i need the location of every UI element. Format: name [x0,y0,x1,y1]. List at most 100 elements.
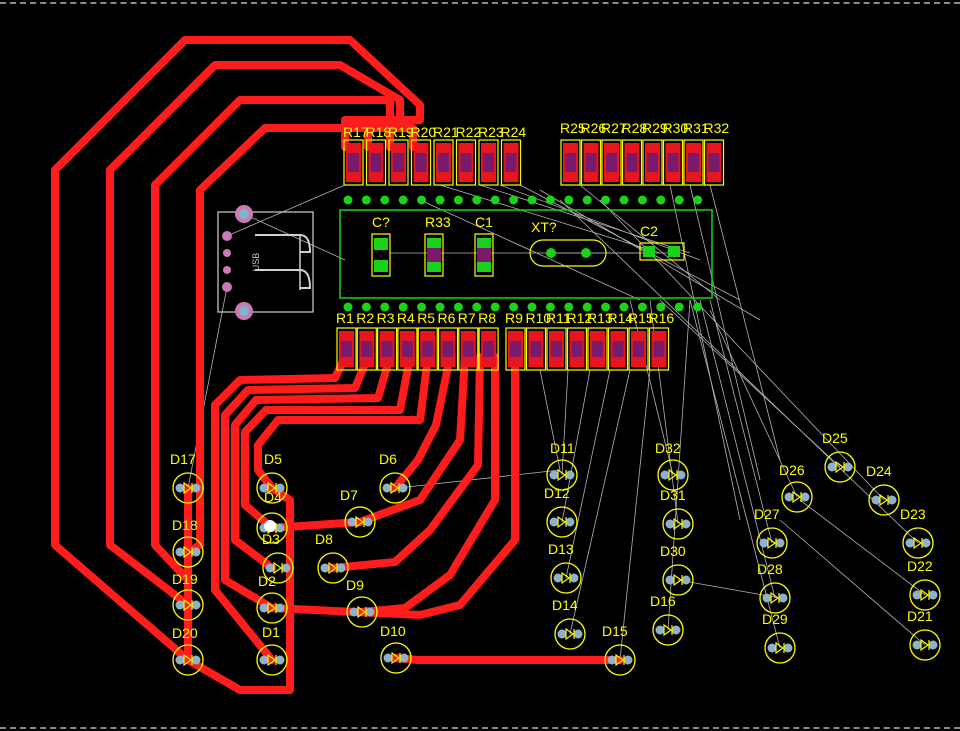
resistor-r27-label: R27 [601,120,627,136]
cap-c7[interactable]: C? [371,214,391,277]
resistor-r21-label: R21 [433,124,459,140]
led-d13[interactable]: D13 [548,541,582,594]
resistor-r16[interactable]: R16 [649,310,675,371]
cap-c1[interactable]: C1 [474,214,494,277]
led-d30[interactable]: D30 [660,543,694,596]
resistor-r9[interactable]: R9 [505,310,526,371]
led-d21[interactable]: D21 [907,608,941,661]
led-d29[interactable]: D29 [762,611,796,664]
cap-c2[interactable]: C2 [639,223,685,261]
led-d28-label: D28 [757,561,783,577]
led-d28[interactable]: D28 [757,561,791,614]
resistor-r31[interactable]: R31 [683,120,709,186]
resistor-r24[interactable]: R24 [501,124,527,186]
resistor-r26[interactable]: R26 [581,120,607,186]
led-d16-label: D16 [650,593,676,609]
led-d32[interactable]: D32 [655,440,689,491]
resistor-r13-label: R13 [587,310,613,326]
resistor-r12[interactable]: R12 [567,310,593,371]
resistor-r1[interactable]: R1 [336,310,357,371]
resistor-r8[interactable]: R8 [478,310,499,371]
led-d22[interactable]: D22 [907,558,941,611]
led-d10[interactable]: D10 [380,623,412,674]
led-d2[interactable]: D2 [256,573,288,624]
led-d8-label: D8 [315,531,333,547]
resistor-r13[interactable]: R13 [587,310,613,371]
led-d23-label: D23 [900,506,926,522]
resistor-r27[interactable]: R27 [601,120,627,186]
resistor-r31-label: R31 [683,120,709,136]
mcu-module[interactable] [339,195,713,312]
track-d8 [329,353,484,572]
crystal-xt[interactable]: XT? [529,219,607,267]
led-d8[interactable]: D8 [315,531,349,584]
led-d9[interactable]: D9 [346,577,378,628]
resistor-r14[interactable]: R14 [608,310,634,371]
led-d5[interactable]: D5 [256,451,288,504]
resistor-r3[interactable]: R3 [377,310,398,371]
led-d25[interactable]: D25 [822,430,856,483]
resistor-r8-label: R8 [478,310,496,326]
led-d7[interactable]: D7 [340,487,376,538]
resistor-r29-label: R29 [642,120,668,136]
resistor-r32-label: R32 [704,120,730,136]
resistor-r25[interactable]: R25 [560,120,586,186]
led-d13-label: D13 [548,541,574,557]
resistor-r4[interactable]: R4 [397,310,418,371]
resistor-r23[interactable]: R23 [478,124,504,186]
led-d18[interactable]: D18 [172,517,204,568]
led-d27[interactable]: D27 [754,506,788,559]
led-d23[interactable]: D23 [900,506,934,559]
led-d14[interactable]: D14 [552,597,586,650]
led-d20[interactable]: D20 [172,625,204,676]
resistor-r6[interactable]: R6 [438,310,459,371]
led-d3[interactable]: D3 [262,531,294,584]
resistor-r11[interactable]: R11 [546,310,571,371]
resistor-r33[interactable]: R33 [424,214,451,277]
resistor-r29[interactable]: R29 [642,120,668,186]
led-d30-label: D30 [660,543,686,559]
led-d17[interactable]: D17 [170,451,204,504]
resistor-r28[interactable]: R28 [622,120,648,186]
usb-pin-4 [222,282,232,292]
led-d19[interactable]: D19 [172,571,204,621]
resistor-r2[interactable]: R2 [356,310,377,371]
resistor-r28-label: R28 [622,120,648,136]
led-d26[interactable]: D26 [779,462,813,513]
resistor-r21[interactable]: R21 [433,124,459,186]
resistor-r20[interactable]: R20 [411,124,437,186]
led-d16[interactable]: D16 [650,593,684,646]
led-d3-label: D3 [262,531,280,547]
resistor-r14-label: R14 [608,310,634,326]
resistor-r32[interactable]: R32 [704,120,730,186]
resistor-r16-label: R16 [649,310,675,326]
resistor-r23-label: R23 [478,124,504,140]
led-d24[interactable]: D24 [866,463,900,516]
cap-c1-label: C1 [475,214,493,230]
resistor-r19[interactable]: R19 [388,124,414,186]
board-edge-top [0,2,960,4]
resistor-r22[interactable]: R22 [456,124,482,186]
resistor-r33-label: R33 [425,214,451,230]
module-outline [339,209,713,299]
resistor-r5[interactable]: R5 [417,310,438,371]
track-d2 [221,353,372,612]
led-d31[interactable]: D31 [660,487,694,540]
resistor-r17[interactable]: R17 [343,124,369,186]
led-d21-label: D21 [907,608,933,624]
usb-connector[interactable]: USB [217,205,314,320]
led-d15[interactable]: D15 [602,623,636,676]
led-d6[interactable]: D6 [379,451,411,504]
resistor-r18[interactable]: R18 [366,124,392,186]
led-d12[interactable]: D12 [544,485,578,538]
track-d9 [358,353,499,616]
resistor-r7[interactable]: R7 [458,310,479,371]
led-d1[interactable]: D1 [256,624,288,676]
resistor-r30[interactable]: R30 [663,120,689,186]
resistor-r10[interactable]: R10 [526,310,552,371]
resistor-r15[interactable]: R15 [628,310,654,371]
led-d11[interactable]: D11 [546,440,578,491]
